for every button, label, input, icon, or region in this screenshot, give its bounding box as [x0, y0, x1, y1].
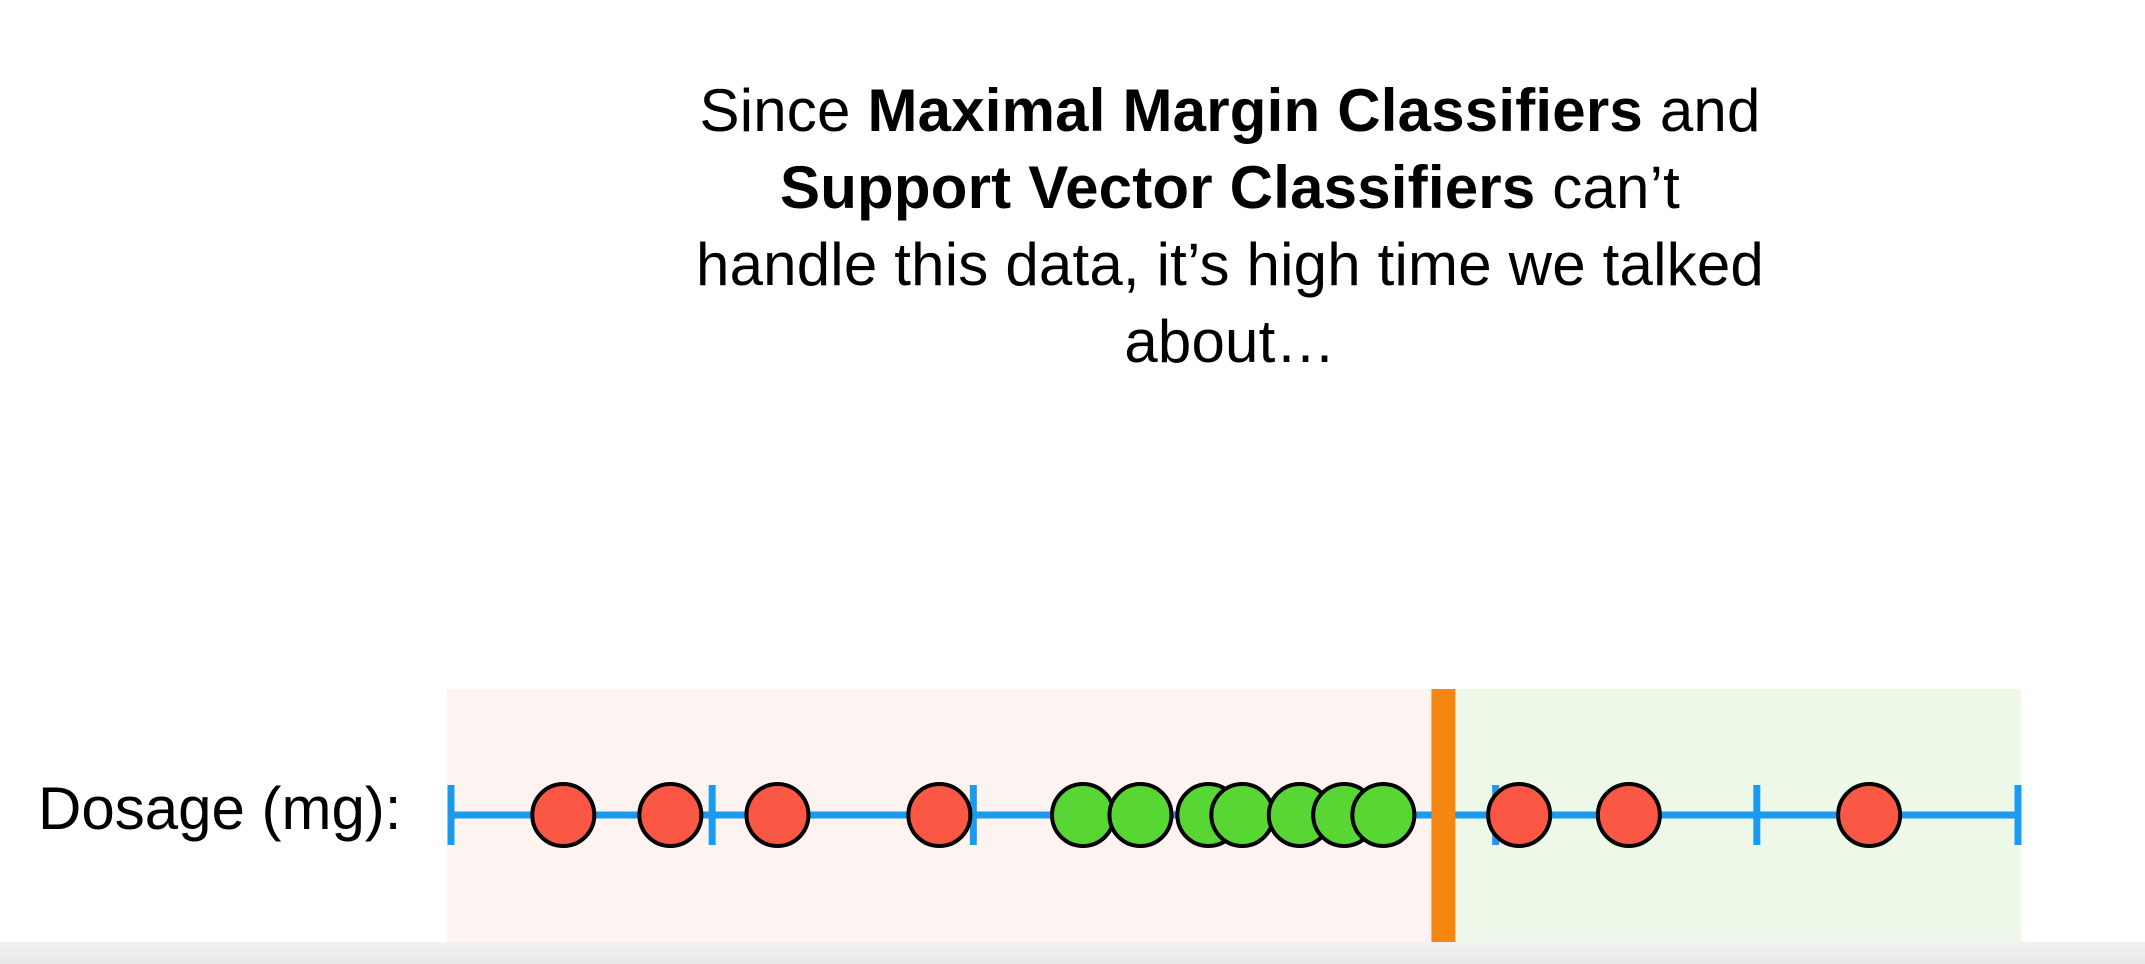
- dosage-axis-label: Dosage (mg):: [38, 775, 402, 842]
- green-data-point: [1350, 782, 1417, 848]
- headline-line-2: Support Vector Classifiers can’t: [550, 149, 1910, 226]
- headline-line-2-post: can’t: [1535, 154, 1681, 221]
- headline-line-1-post: and: [1642, 77, 1761, 144]
- green-data-point: [1209, 782, 1276, 848]
- red-data-point: [1486, 782, 1553, 848]
- threshold-line: [1431, 689, 1456, 943]
- green-data-point: [1107, 782, 1174, 848]
- headline-maximal-margin-classifiers: Maximal Margin Classifiers: [867, 77, 1643, 144]
- red-data-point: [1595, 782, 1662, 848]
- headline-support-vector-classifiers: Support Vector Classifiers: [779, 154, 1536, 221]
- headline-line-1: Since Maximal Margin Classifiers and: [550, 72, 1910, 149]
- green-data-point: [1050, 782, 1117, 848]
- headline: Since Maximal Margin Classifiers and Sup…: [550, 72, 1910, 380]
- headline-line-4: about…: [1124, 308, 1336, 375]
- red-data-point: [906, 782, 973, 848]
- red-data-point: [530, 782, 597, 848]
- headline-line-3: handle this data, it’s high time we talk…: [696, 231, 1764, 298]
- bottom-shadow-bar: [0, 942, 2145, 964]
- red-data-point: [1836, 782, 1903, 848]
- red-data-point: [744, 782, 811, 848]
- red-data-point: [637, 782, 704, 848]
- headline-line-1-pre: Since: [699, 77, 868, 144]
